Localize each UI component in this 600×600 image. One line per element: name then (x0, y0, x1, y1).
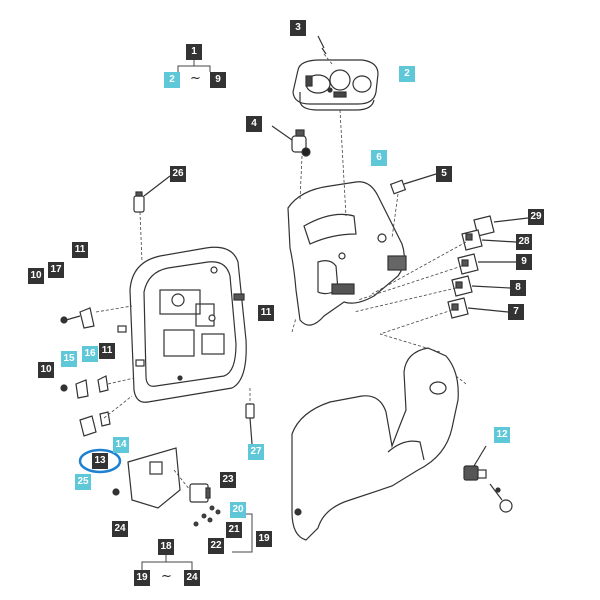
callout-part-10[interactable]: 10 (28, 268, 44, 284)
callout-part-23[interactable]: 23 (220, 472, 236, 488)
callout-part-11[interactable]: 11 (99, 343, 115, 359)
callout-part-12[interactable]: 12 (494, 427, 510, 443)
group-to-label[interactable]: 9 (210, 72, 226, 88)
group-from-label[interactable]: 2 (164, 72, 180, 88)
main-cover-panel-part (287, 181, 407, 326)
clip-parts (60, 307, 120, 496)
group-head-label[interactable]: 18 (158, 539, 174, 555)
callout-part-3[interactable]: 3 (290, 20, 306, 36)
bracket-line (177, 65, 211, 72)
callout-part-4[interactable]: 4 (246, 116, 262, 132)
callout-part-11[interactable]: 11 (258, 305, 274, 321)
group-to-label[interactable]: 24 (184, 570, 200, 586)
callout-part-13[interactable]: 13 (92, 453, 108, 469)
callout-part-29[interactable]: 29 (528, 209, 544, 225)
lower-cover-part (291, 347, 459, 541)
switch-part (271, 125, 311, 157)
small-fastener-parts (193, 505, 221, 527)
bracket-line (141, 561, 193, 570)
callout-part-24[interactable]: 24 (112, 521, 128, 537)
dashboard-frame-part (117, 246, 247, 403)
connector-part (389, 173, 437, 195)
screw-part (317, 35, 327, 55)
callout-part-27[interactable]: 27 (248, 444, 264, 460)
group-range-separator: ~ (190, 71, 201, 86)
bracket-line (232, 513, 253, 553)
group-head-label[interactable]: 1 (186, 44, 202, 60)
callout-part-11[interactable]: 11 (72, 242, 88, 258)
callout-part-17[interactable]: 17 (48, 262, 64, 278)
callout-part-16[interactable]: 16 (82, 346, 98, 362)
highlight-ring (78, 448, 122, 474)
callout-part-26[interactable]: 26 (170, 166, 186, 182)
callout-part-8[interactable]: 8 (510, 280, 526, 296)
callout-part-6[interactable]: 6 (371, 150, 387, 166)
callout-part-22[interactable]: 22 (208, 538, 224, 554)
callout-part-10[interactable]: 10 (38, 362, 54, 378)
small-switch-parts (447, 215, 529, 319)
callout-part-21[interactable]: 21 (226, 522, 242, 538)
callout-part-19[interactable]: 19 (256, 531, 272, 547)
bolt-part (133, 175, 171, 213)
callout-part-28[interactable]: 28 (516, 234, 532, 250)
callout-part-20[interactable]: 20 (230, 502, 246, 518)
callout-part-5[interactable]: 5 (436, 166, 452, 182)
callout-part-9[interactable]: 9 (516, 254, 532, 270)
callout-part-14[interactable]: 14 (113, 437, 129, 453)
relay-part (189, 483, 211, 503)
callout-part-15[interactable]: 15 (61, 351, 77, 367)
plate-part (127, 447, 181, 509)
callout-part-2[interactable]: 2 (399, 66, 415, 82)
leader-lines (95, 53, 467, 491)
callout-part-25[interactable]: 25 (75, 474, 91, 490)
group-range-separator: ~ (161, 569, 172, 584)
key-switch-part (463, 445, 513, 513)
group-from-label[interactable]: 19 (134, 570, 150, 586)
instrument-housing-part (292, 59, 379, 111)
callout-part-7[interactable]: 7 (508, 304, 524, 320)
pin-part (245, 403, 255, 445)
